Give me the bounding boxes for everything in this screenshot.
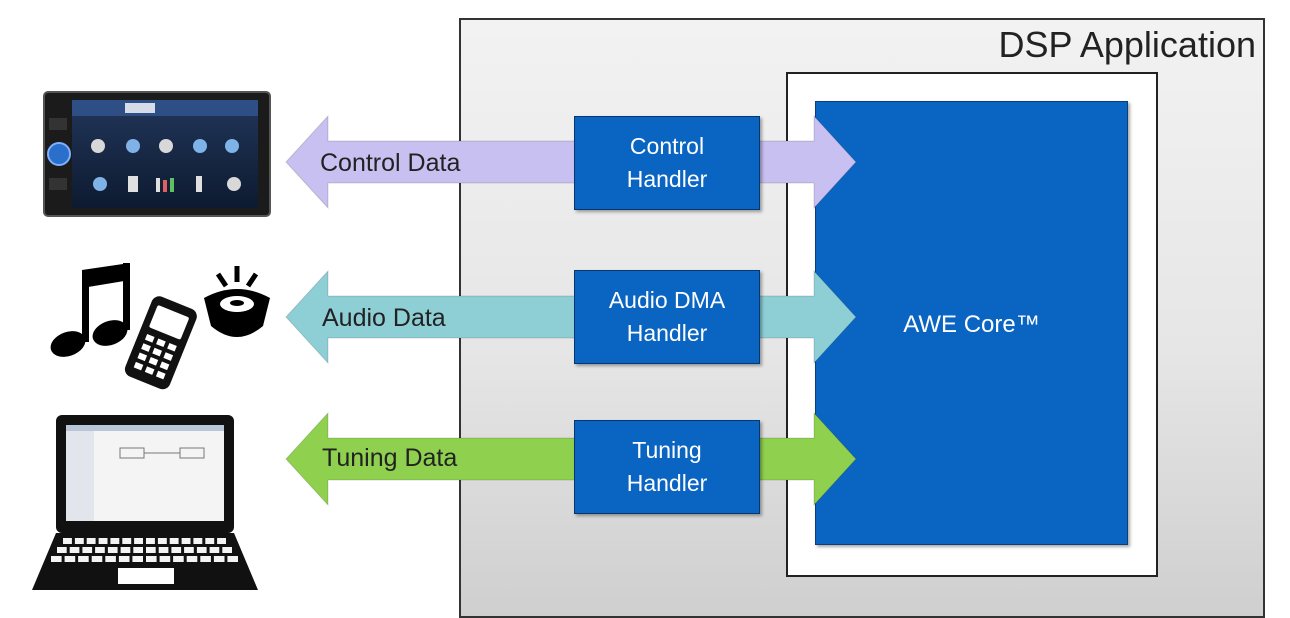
- laptop-key: [146, 556, 157, 562]
- tuning-handler-line-1: Tuning: [632, 437, 702, 463]
- audio-handler-line-2: Handler: [626, 320, 708, 346]
- audio-data-label: Audio Data: [322, 304, 446, 332]
- control-data-label: Control Data: [320, 149, 461, 177]
- laptop-key: [196, 547, 207, 553]
- laptop-key: [69, 547, 80, 553]
- laptop-key: [146, 538, 155, 544]
- laptop-key: [120, 547, 131, 553]
- laptop-key: [186, 556, 198, 562]
- laptop-key: [227, 556, 238, 562]
- laptop-key: [133, 547, 143, 553]
- laptop-key: [122, 538, 132, 544]
- tuning-handler-line-2: Handler: [626, 470, 708, 496]
- tuning-data-label: Tuning Data: [322, 444, 458, 472]
- car-head-unit-icon: [43, 91, 271, 217]
- laptop-key: [98, 538, 108, 544]
- laptop-key: [91, 556, 103, 562]
- laptop-key: [222, 547, 232, 553]
- laptop-key: [146, 547, 156, 553]
- laptop-icon: [32, 415, 258, 590]
- laptop-key: [110, 538, 120, 544]
- laptop-key: [86, 538, 96, 544]
- laptop-key: [78, 556, 89, 562]
- laptop-key: [173, 556, 184, 562]
- mobile-phone-icon: [124, 296, 197, 390]
- laptop-key: [209, 547, 220, 553]
- laptop-key: [51, 556, 62, 562]
- laptop-key: [95, 547, 105, 553]
- laptop-key: [158, 547, 169, 553]
- laptop-key: [193, 538, 203, 544]
- laptop-key: [200, 556, 211, 562]
- speaker-icon: [204, 266, 270, 337]
- control-data-arrow: [285, 114, 857, 210]
- music-note-icon: [50, 263, 130, 357]
- audio-data-arrow: [285, 269, 857, 365]
- control-handler-box: Control Handler: [574, 116, 760, 210]
- laptop-key: [157, 538, 167, 544]
- laptop-key: [82, 547, 93, 553]
- tuning-data-arrow: [285, 411, 857, 507]
- awe-core-label: AWE Core™: [903, 311, 1040, 338]
- control-handler-line-2: Handler: [626, 166, 708, 192]
- laptop-key: [171, 547, 182, 553]
- laptop-key: [134, 538, 143, 544]
- laptop-key: [205, 538, 215, 544]
- laptop-key: [105, 556, 116, 562]
- laptop-key: [181, 538, 191, 544]
- laptop-key: [57, 547, 67, 553]
- awe-core-box: [815, 101, 1128, 545]
- laptop-key: [63, 538, 72, 544]
- dsp-application-title: DSP Application: [998, 24, 1256, 65]
- diagram-canvas: [32, 91, 271, 590]
- laptop-key: [118, 556, 130, 562]
- laptop-key: [107, 547, 118, 553]
- laptop-key: [169, 538, 179, 544]
- laptop-key: [217, 538, 226, 544]
- laptop-key: [132, 556, 143, 562]
- laptop-key: [74, 538, 84, 544]
- arrow-overlay: [285, 114, 857, 507]
- laptop-key: [184, 547, 194, 553]
- laptop-key: [213, 556, 225, 562]
- control-handler-line-1: Control: [629, 133, 705, 159]
- laptop-key: [159, 556, 171, 562]
- tuning-handler-box: Tuning Handler: [574, 420, 760, 514]
- audio-handler-line-1: Audio DMA: [608, 287, 726, 313]
- audio-dma-handler-box: Audio DMA Handler: [574, 270, 760, 364]
- laptop-key: [64, 556, 76, 562]
